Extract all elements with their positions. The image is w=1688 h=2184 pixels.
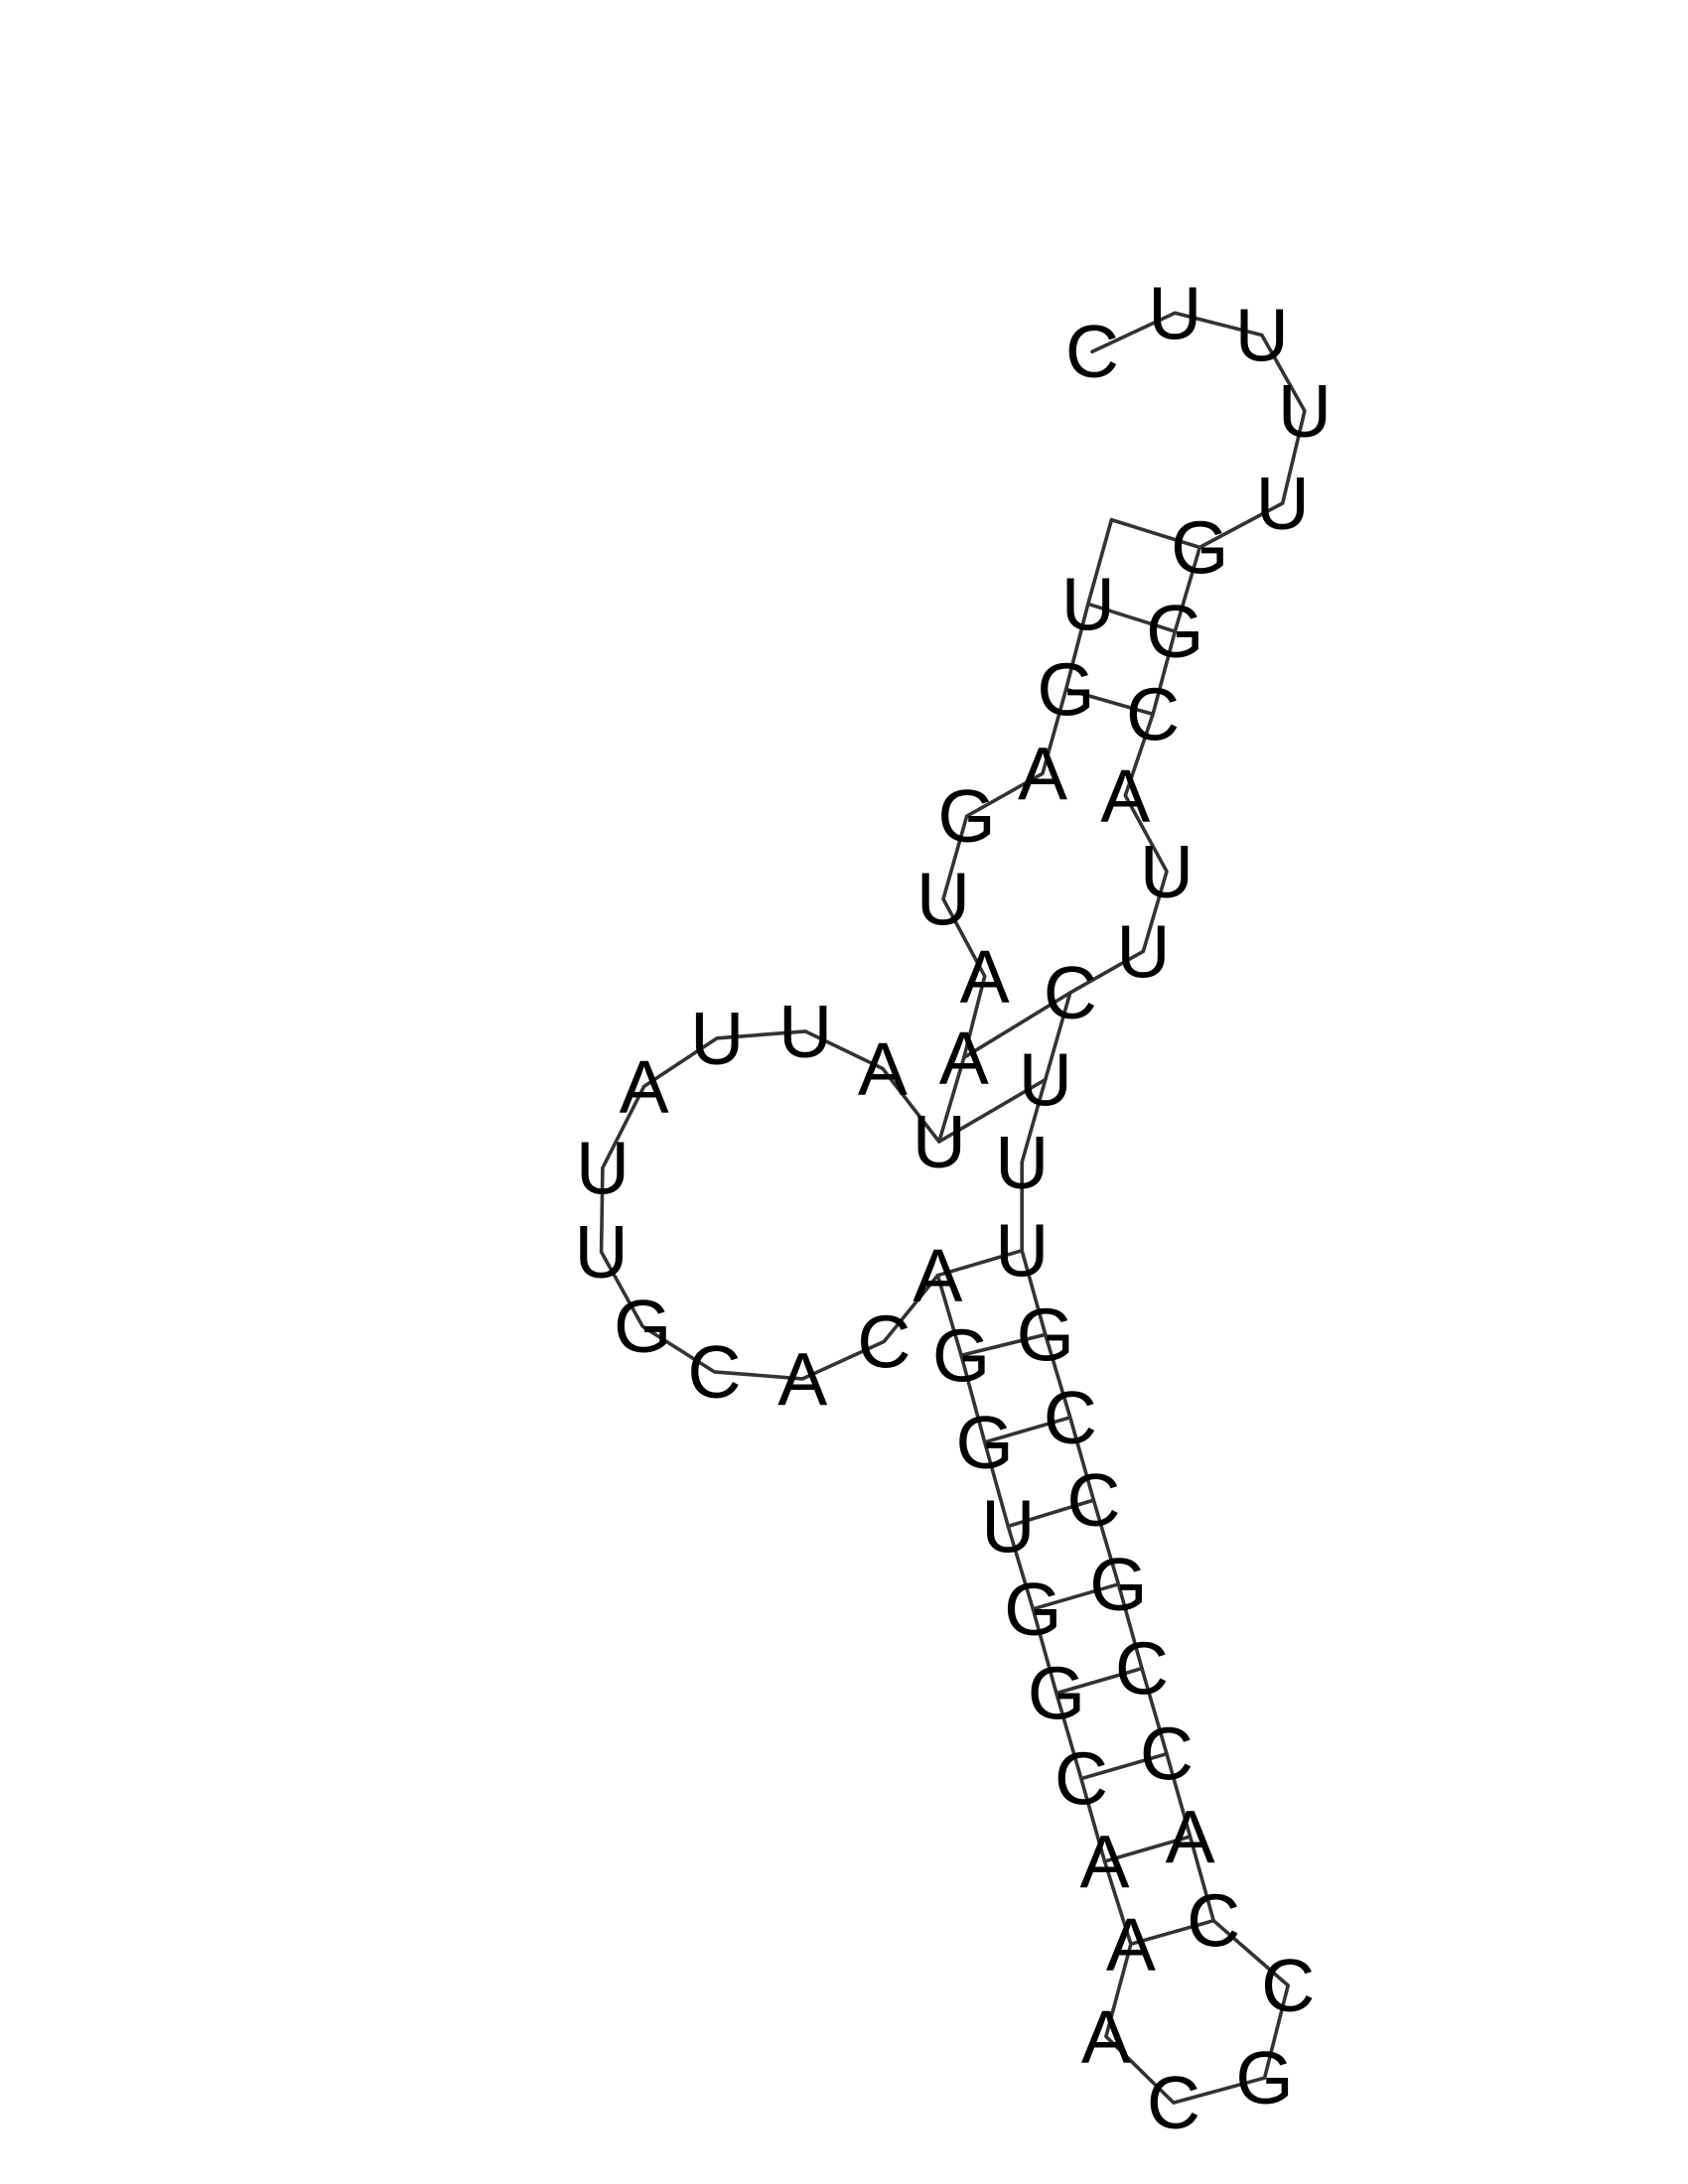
base-pair-line <box>1086 602 1178 633</box>
nucleotide-g: G <box>937 774 995 858</box>
nucleotide-a: A <box>1166 1795 1215 1878</box>
nucleotide-a: A <box>858 1026 908 1110</box>
nucleotide-u: U <box>576 1126 630 1209</box>
nucleotide-u: U <box>575 1210 629 1294</box>
base-pair-line <box>1006 1498 1096 1529</box>
nucleotide-c: C <box>857 1299 911 1383</box>
nucleotide-u: U <box>916 858 970 941</box>
base-pair-line <box>982 1416 1072 1444</box>
nucleotide-c: C <box>1126 672 1180 755</box>
nucleotide-g: G <box>932 1313 990 1397</box>
nucleotide-g: G <box>1146 590 1203 673</box>
base-pair-line <box>1055 1666 1144 1696</box>
base-pair-line <box>961 991 1072 1060</box>
nucleotide-g: G <box>1028 1652 1085 1735</box>
base-pair-line <box>1109 517 1202 550</box>
base-pair-line <box>1063 687 1155 717</box>
base-pair-line <box>936 1077 1048 1144</box>
nucleotide-a: A <box>1079 1820 1129 1903</box>
base-pair-line <box>935 1248 1024 1278</box>
nucleotide-a: A <box>939 1016 989 1099</box>
nucleotide-a: A <box>777 1337 827 1421</box>
nucleotide-c: C <box>1065 310 1119 393</box>
nucleotide-a: A <box>1106 1902 1156 1985</box>
nucleotide-g: G <box>1017 1293 1074 1376</box>
nucleotide-u: U <box>690 997 744 1080</box>
nucleotide-a: A <box>1100 753 1150 837</box>
nucleotide-c: C <box>1147 2061 1200 2144</box>
nucleotide-g: G <box>1235 2036 1293 2119</box>
nucleotide-c: C <box>1066 1458 1120 1542</box>
nucleotide-c: C <box>1115 1627 1169 1710</box>
nucleotide-g: G <box>1004 1568 1061 1651</box>
nucleotide-u: U <box>995 1121 1049 1204</box>
nucleotide-a: A <box>1081 1994 1131 2078</box>
base-pair-line <box>1129 1918 1215 1947</box>
nucleotide-g: G <box>1037 647 1094 731</box>
base-pair-layer <box>935 517 1215 1947</box>
nucleotide-u: U <box>1019 1038 1072 1122</box>
nucleotide-u: U <box>1235 294 1289 377</box>
nucleotide-u: U <box>1148 271 1201 354</box>
nucleotide-u: U <box>778 990 832 1073</box>
nucleotide-c: C <box>1044 1376 1097 1459</box>
nucleotide-g: G <box>1171 505 1228 589</box>
nucleotide-c: C <box>1261 1944 1315 2027</box>
nucleotide-c: C <box>1055 1737 1108 1821</box>
nucleotide-c: C <box>1187 1879 1240 1963</box>
nucleotide-a: A <box>913 1234 962 1317</box>
base-pair-line <box>959 1332 1048 1358</box>
base-pair-line <box>1031 1582 1121 1611</box>
nucleotide-u: U <box>1278 369 1332 453</box>
nucleotide-c: C <box>1044 951 1097 1034</box>
base-pair-line <box>1102 1835 1193 1863</box>
nucleotide-a: A <box>1018 732 1067 815</box>
nucleotide-g: G <box>1089 1543 1147 1626</box>
nucleotide-u: U <box>1256 462 1310 545</box>
nucleotide-u: U <box>995 1209 1049 1293</box>
nucleotide-a: A <box>960 934 1010 1018</box>
nucleotide-u: U <box>981 1485 1035 1569</box>
nucleotide-c: C <box>1140 1712 1194 1796</box>
nucleotide-a: A <box>620 1044 669 1128</box>
base-pair-line <box>1079 1751 1169 1781</box>
nucleotide-u: U <box>913 1100 966 1183</box>
nucleotide-u: U <box>1116 909 1170 993</box>
nucleotide-g: G <box>614 1285 671 1368</box>
nucleotide-u: U <box>1140 830 1194 913</box>
nucleotide-c: C <box>687 1330 741 1414</box>
nucleotide-g: G <box>956 1401 1014 1484</box>
nucleotide-u: U <box>1061 562 1115 645</box>
